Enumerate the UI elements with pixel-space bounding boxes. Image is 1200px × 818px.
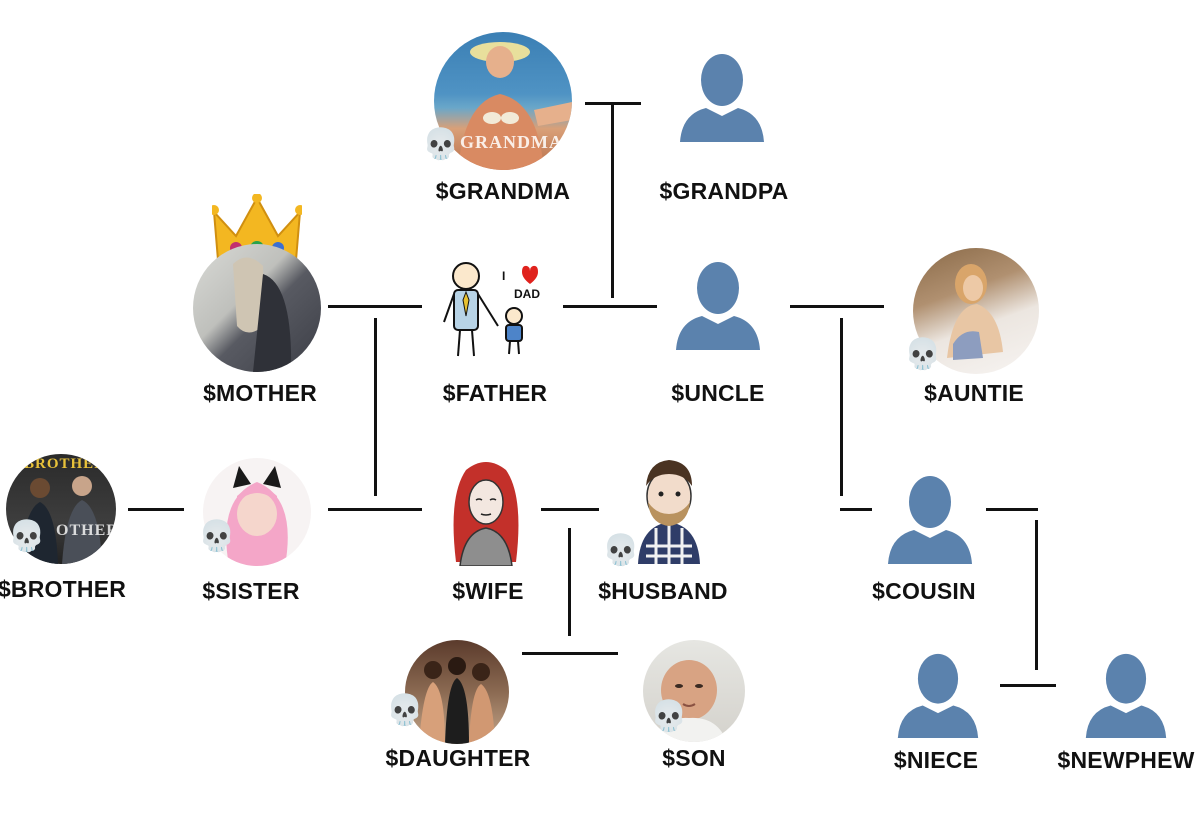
person-silhouette-icon [672,258,764,350]
label-sister: $SISTER [202,578,299,605]
skull-icon: 💀 [602,536,639,566]
skull-icon: 💀 [904,340,941,370]
label-grandma: $GRANDMA [436,178,571,205]
person-silhouette-icon [884,472,976,564]
label-cousin: $COUSIN [872,578,976,605]
connector-uncle-down [840,318,843,496]
connector-father-uncle [563,305,657,308]
label-daughter: $DAUGHTER [386,745,531,772]
skull-icon: 💀 [650,702,687,732]
connector-niece-newphew [1000,684,1056,687]
dad-card-i: I [502,269,505,283]
wife-drawing-icon [446,456,526,566]
connector-grandparents-down [611,104,614,298]
grandma-caption: GRANDMA [460,132,563,153]
person-silhouette-icon [894,650,982,738]
label-grandpa: $GRANDPA [660,178,789,205]
brother-caption-top: BROTHER [24,456,106,473]
skull-icon: 💀 [422,130,459,160]
skull-icon: 💀 [8,522,45,552]
dad-card-dad: DAD [514,287,540,301]
mother-photo [193,244,321,372]
label-son: $SON [662,745,725,772]
label-niece: $NIECE [894,747,978,774]
daughter-photo [405,640,509,744]
connector-cousin-left [840,508,872,511]
label-father: $FATHER [443,380,548,407]
connector-cousin-right [986,508,1038,511]
label-newphew: $NEWPHEW [1057,747,1194,774]
skull-icon: 💀 [386,696,423,726]
connector-sister-wife [328,508,422,511]
label-uncle: $UNCLE [671,380,764,407]
i-love-dad-drawing-icon: I DAD [436,252,546,362]
brother-caption-bottom: OTHER [56,522,116,540]
connector-wife-husband [541,508,599,511]
person-silhouette-icon [1082,650,1170,738]
connector-brother-sister [128,508,184,511]
person-silhouette-icon [676,50,768,142]
connector-uncle-auntie [790,305,884,308]
connector-cousin-down [1035,520,1038,670]
label-wife: $WIFE [452,578,523,605]
label-brother: $BROTHER [0,576,126,603]
connector-parents-down [374,318,377,496]
label-husband: $HUSBAND [598,578,727,605]
skull-icon: 💀 [198,522,235,552]
label-auntie: $AUNTIE [924,380,1024,407]
connector-daughter-son [522,652,618,655]
label-mother: $MOTHER [203,380,317,407]
connector-mother-father [328,305,422,308]
connector-couple-down [568,528,571,636]
